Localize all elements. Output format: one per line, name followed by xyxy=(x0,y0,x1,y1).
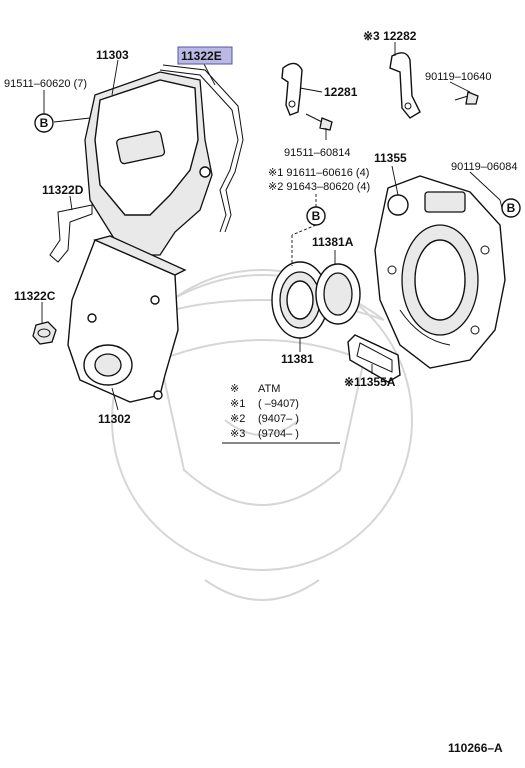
gasket-11322D xyxy=(49,204,93,263)
svg-text:B: B xyxy=(312,209,321,223)
bolt-90119-10640 xyxy=(454,91,479,105)
legend-mark-2: ※2 xyxy=(230,413,245,425)
label-11322D[interactable]: 11322D xyxy=(42,183,84,197)
callout-b-left[interactable]: B xyxy=(34,113,54,133)
part-labels: 11303 11322E 91511–60620 (7) 11322D 1132… xyxy=(4,29,517,426)
timing-belt-cover-lower xyxy=(67,235,187,403)
label-91611-60616[interactable]: ※1 91611–60616 (4) xyxy=(268,167,369,179)
bolt-91511-60814 xyxy=(305,113,333,131)
plug-11322C xyxy=(32,321,57,345)
legend-mark-0: ※ xyxy=(230,383,239,395)
label-11381A[interactable]: 11381A xyxy=(312,235,354,249)
legend-text-1: ( –9407) xyxy=(258,398,299,410)
watermark-emblem xyxy=(111,269,413,601)
end-plate-11355 xyxy=(374,175,506,369)
label-91643-80620[interactable]: ※2 91643–80620 (4) xyxy=(268,181,370,193)
timing-belt-cover-upper xyxy=(84,71,213,256)
oil-seal-retainer-11381 xyxy=(271,261,329,339)
bracket-12281 xyxy=(281,62,303,116)
bracket-12282 xyxy=(389,52,421,119)
label-12281[interactable]: 12281 xyxy=(324,85,358,99)
label-12282[interactable]: ※3 12282 xyxy=(363,29,417,43)
legend-mark-1: ※1 xyxy=(230,398,245,410)
gasket-11355A xyxy=(347,334,401,383)
leader-lines xyxy=(41,42,503,411)
diagram-id: 110266–A xyxy=(448,741,503,755)
label-11381[interactable]: 11381 xyxy=(281,352,314,366)
label-11322C[interactable]: 11322C xyxy=(14,289,56,303)
legend-mark-3: ※3 xyxy=(230,428,245,440)
label-11303[interactable]: 11303 xyxy=(96,48,129,62)
label-90119-06084[interactable]: 90119–06084 xyxy=(451,161,517,173)
svg-text:B: B xyxy=(40,116,49,130)
label-11302[interactable]: 11302 xyxy=(98,412,131,426)
label-11355A[interactable]: ※11355A xyxy=(344,375,396,389)
label-11322E-highlight[interactable]: 11322E xyxy=(177,46,233,65)
oil-seal-11381A xyxy=(315,263,361,325)
label-90119-10640[interactable]: 90119–10640 xyxy=(425,71,491,83)
label-91511-60620[interactable]: 91511–60620 (7) xyxy=(4,78,87,90)
label-11322E[interactable]: 11322E xyxy=(181,49,222,63)
label-11355[interactable]: 11355 xyxy=(374,151,407,165)
legend-text-3: (9704– ) xyxy=(258,428,299,440)
legend: ※ ATM ※1 ( –9407) ※2 (9407– ) ※3 (9704– … xyxy=(222,383,340,444)
callout-b-right[interactable]: B xyxy=(501,198,521,218)
callout-b-center[interactable]: B xyxy=(306,206,326,226)
legend-text-0: ATM xyxy=(258,383,280,395)
label-91511-60814[interactable]: 91511–60814 xyxy=(284,147,350,159)
svg-text:B: B xyxy=(507,201,516,215)
legend-text-2: (9407– ) xyxy=(258,413,299,425)
